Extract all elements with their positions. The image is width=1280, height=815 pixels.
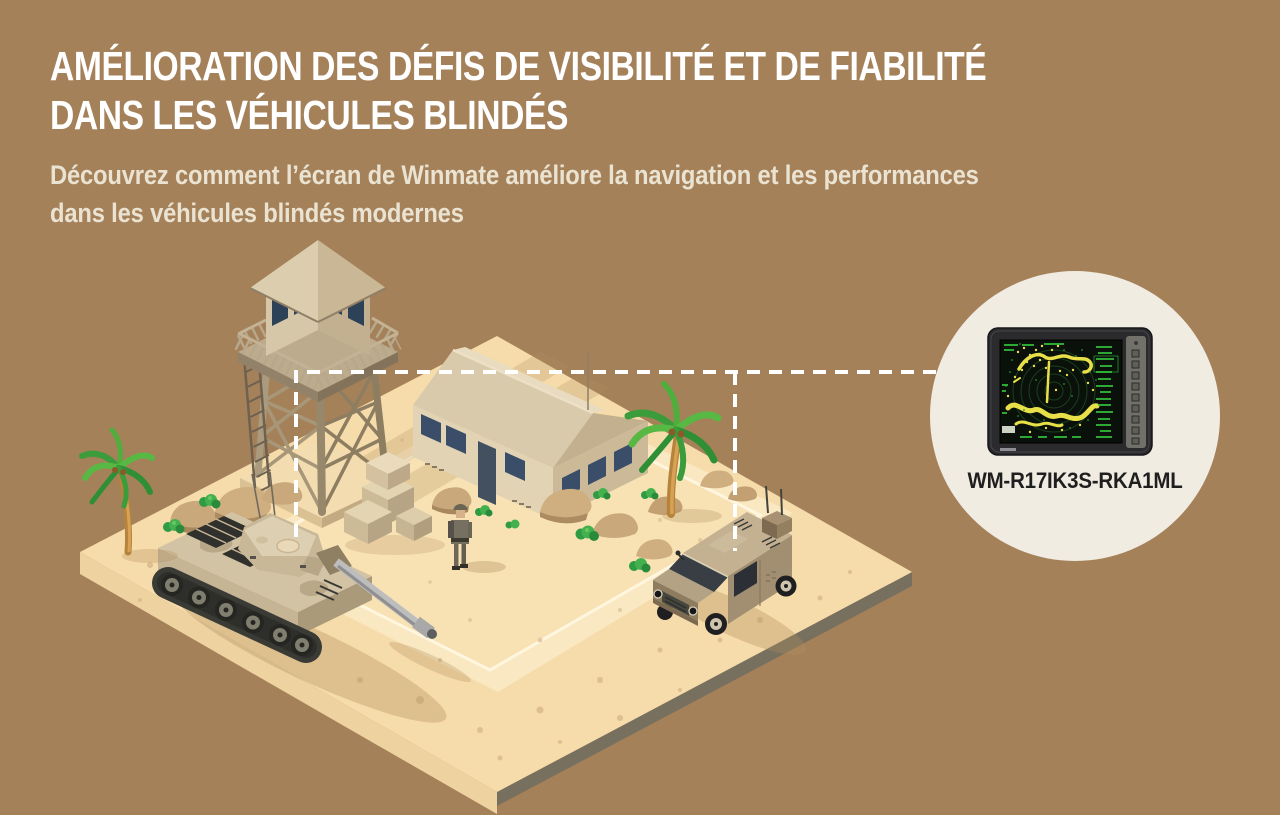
title-line-2: DANS LES VÉHICULES BLINDÉS: [50, 92, 568, 138]
battle-tank: [152, 471, 471, 723]
bezel-button-strip: [1126, 336, 1146, 448]
soldier-head: [456, 509, 465, 518]
truck-wheels: [705, 575, 797, 635]
tent-roof: [413, 350, 593, 468]
soldier: [448, 504, 506, 573]
palm-tree-right: [624, 381, 722, 523]
truck-windshield: [669, 554, 728, 592]
headlight: [653, 589, 663, 599]
tank-tracks: [152, 567, 322, 663]
rugged-display: [987, 327, 1153, 456]
watch-tower: [234, 240, 402, 528]
product-model-label: WM-R17IK3S-RKA1ML: [967, 468, 1183, 493]
subtitle-line-1: Découvrez comment l’écran de Winmate amé…: [50, 160, 979, 190]
palm-tree-left: [79, 427, 178, 563]
side-mirror: [675, 550, 681, 556]
soldier-helmet: [453, 504, 468, 510]
product-callout: [930, 271, 1220, 561]
tower-ladder: [242, 348, 273, 501]
gun-barrel: [333, 558, 423, 630]
crate: [366, 452, 410, 490]
dashed-line-tank-to-circle: [294, 370, 936, 537]
radar-text-overlay: [1002, 343, 1114, 438]
headlight: [688, 606, 698, 616]
turret-hatch: [276, 538, 300, 554]
radio-box: [762, 485, 792, 539]
truck-antenna: [765, 485, 769, 514]
soldier-backpack: [448, 521, 454, 538]
crate: [344, 500, 392, 544]
tank-turret: [238, 471, 437, 639]
road-wheels: [161, 574, 313, 656]
supply-crates: [344, 452, 445, 555]
roof-vents: [733, 518, 781, 549]
barracks-tent: [413, 347, 648, 520]
radar-screen: [999, 339, 1123, 444]
radar-echo-dots: [1006, 344, 1095, 434]
radar-status-block: [1002, 426, 1015, 433]
tent-windows: [421, 414, 632, 498]
tower-cabin: [249, 240, 387, 356]
crate: [396, 507, 432, 541]
bezel-buttons: [1131, 341, 1140, 445]
bushes: [163, 488, 659, 573]
truck-side-window: [734, 561, 757, 597]
page-title: AMÉLIORATION DES DÉFIS DE VISIBILITÉ ET …: [50, 42, 987, 140]
bezel-brand-mark: [1000, 448, 1016, 451]
page-subtitle: Découvrez comment l’écran de Winmate amé…: [50, 156, 979, 232]
truck-antenna: [780, 488, 783, 516]
military-truck: [653, 485, 807, 655]
subtitle-line-2: dans les véhicules blindés modernes: [50, 198, 464, 228]
radar-landmass: [1005, 352, 1100, 428]
title-line-1: AMÉLIORATION DES DÉFIS DE VISIBILITÉ ET …: [50, 43, 987, 89]
tent-door: [478, 441, 496, 505]
truck-hood: [653, 569, 714, 603]
callout-dashed-lines: [294, 370, 936, 551]
